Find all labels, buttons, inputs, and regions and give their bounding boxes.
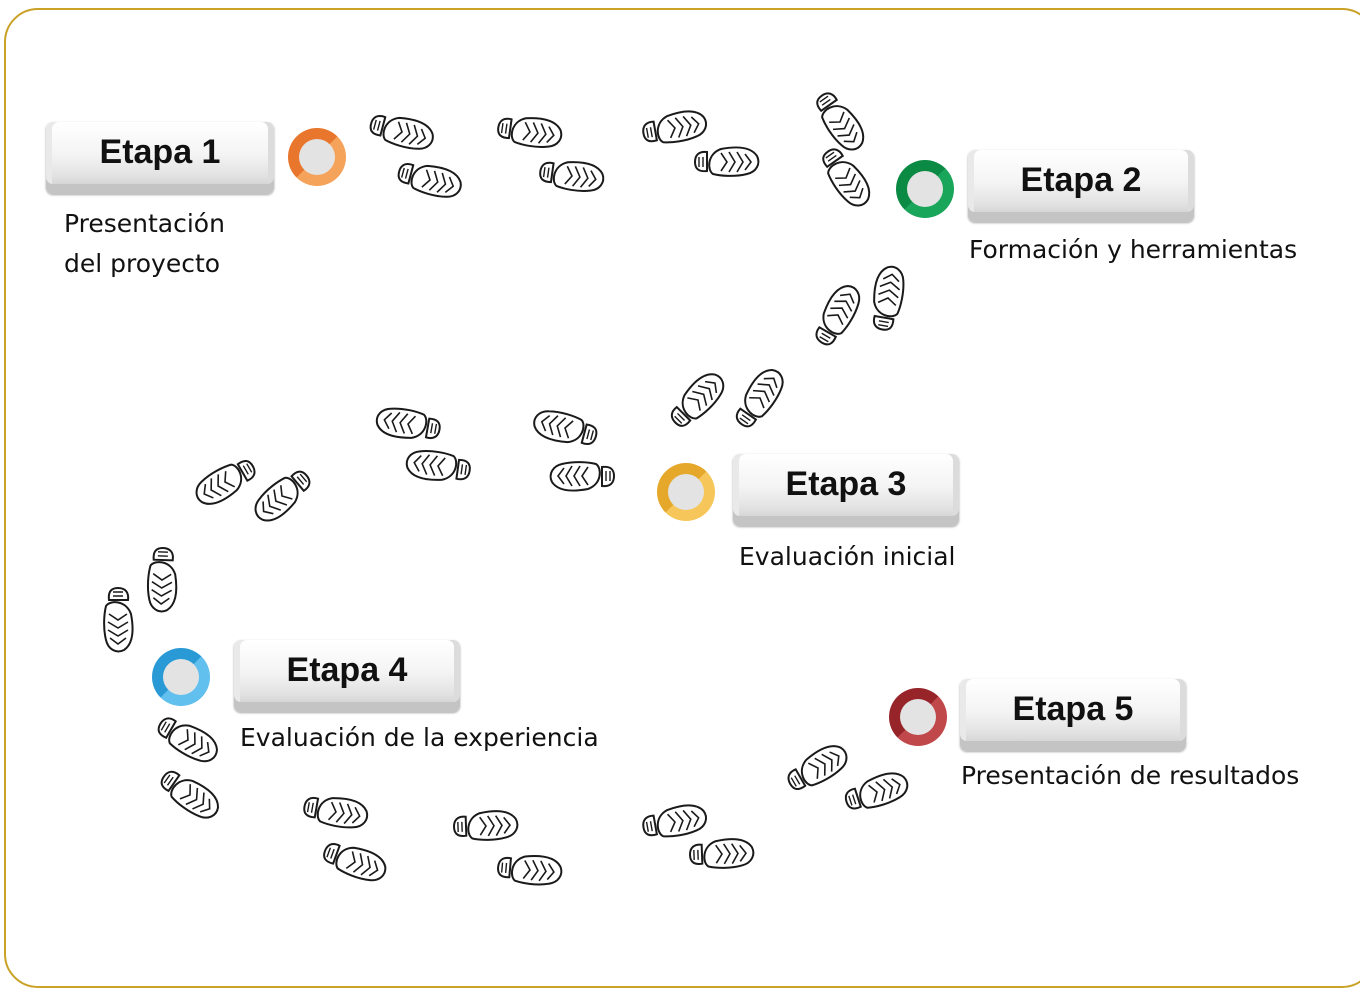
stage-4-description: Evaluación de la experiencia	[240, 723, 599, 752]
stage-2-key: Etapa 2	[968, 150, 1194, 222]
stage-1-label: Etapa 1	[99, 133, 221, 171]
stage-3-key: Etapa 3	[733, 454, 959, 526]
footprints-icon	[366, 86, 877, 213]
stage-1-description: Presentación del proyecto	[64, 209, 225, 278]
stage-5-description: Presentación de resultados	[961, 761, 1300, 790]
stage-2-label: Etapa 2	[1020, 161, 1142, 199]
stage-4-label: Etapa 4	[286, 651, 408, 689]
stage-5-label: Etapa 5	[1012, 690, 1134, 728]
stage-3-description: Evaluación inicial	[739, 542, 956, 571]
stage-4-key: Etapa 4	[234, 640, 460, 712]
stage-5-key: Etapa 5	[960, 679, 1186, 751]
footprints-icon	[664, 263, 909, 434]
stage-2-marker	[896, 160, 954, 218]
stage-4-marker	[152, 648, 210, 706]
stage-3-marker	[657, 463, 715, 521]
stage-2-description: Formación y herramientas	[969, 235, 1298, 264]
stage-1-marker	[288, 128, 346, 186]
stage-1-key: Etapa 1	[46, 122, 274, 194]
footprints-icon	[103, 403, 615, 653]
stage-3-label: Etapa 3	[785, 465, 907, 503]
stage-5-marker	[889, 688, 947, 746]
